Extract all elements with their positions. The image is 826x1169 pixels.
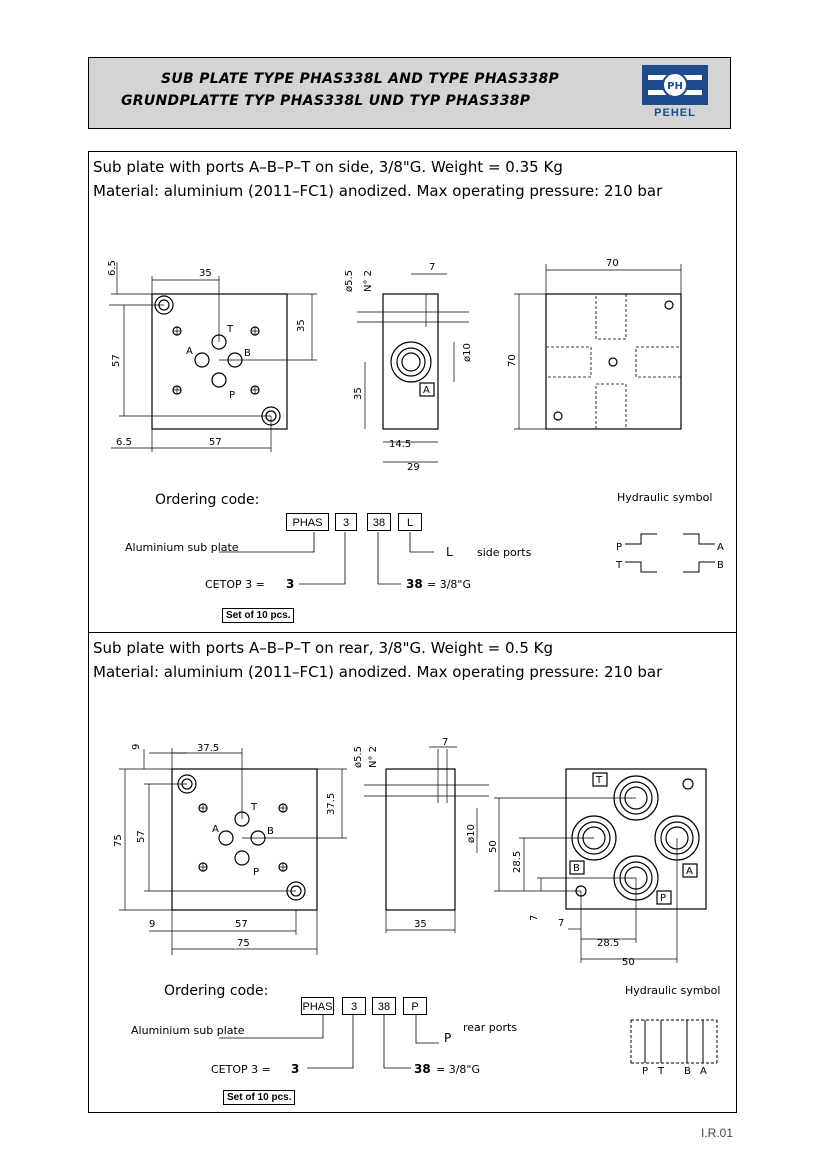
hyd1-port-a: A [717,542,724,553]
dim-n2: N° 2 [363,270,374,292]
dim-35-right: 35 [296,319,307,332]
hyd2-port-t: T [657,1066,665,1077]
port2-tag-t: T [595,775,603,786]
dim-57-left: 57 [111,354,122,367]
thread-text-2: = 3/8"G [436,1063,480,1076]
cetop-label-2: CETOP 3 = [211,1063,271,1076]
rear-ports-drawing: 37.5 37.5 75 57 9 9 57 75 T A B P ø5.5 N… [113,737,718,1077]
hyd2-port-p: P [642,1066,648,1077]
variant-text-1: side ports [477,546,532,559]
dim2-dia5-5: ø5.5 [353,746,364,768]
section2-desc-line1: Sub plate with ports A–B–P–T on rear, 3/… [93,639,553,657]
section1-desc-line2: Material: aluminium (2011–FC1) anodized.… [93,182,663,200]
port2-t: T [250,802,258,813]
dim-35-side: 35 [353,387,364,400]
port-tag-a: A [423,385,430,396]
code-box-38-1: 38 [367,513,391,531]
dim2-37-5-top: 37.5 [197,743,219,754]
logo-mark: PH [667,81,683,92]
code-box-p-2: P [403,997,427,1015]
thread-value-1: 38 [406,577,423,591]
ordering-title-1: Ordering code: [155,492,260,508]
set-box-1: Set of 10 pcs. [222,608,295,623]
dim2-28-5-bottom: 28.5 [597,938,619,949]
cetop-value-2: 3 [291,1062,300,1076]
section-rear-ports: Sub plate with ports A–B–P–T on rear, 3/… [88,632,737,1113]
port-b: B [244,348,251,359]
code-box-phas-2: PHAS [301,997,334,1015]
title-line-1: SUB PLATE TYPE PHAS338L AND TYPE PHAS338… [161,71,560,87]
dim2-75-bottom: 75 [237,938,250,949]
ordering-title-2: Ordering code: [164,983,269,999]
dim-dia5-5: ø5.5 [344,270,355,292]
port2-tag-p: P [660,893,666,904]
hydraulic-label-2: Hydraulic symbol [625,984,721,997]
hyd1-port-t: T [615,560,623,571]
section1-desc-line1: Sub plate with ports A–B–P–T on side, 3/… [93,158,563,176]
dim2-7-bottom: 7 [558,918,564,929]
set-box-2: Set of 10 pcs. [223,1090,296,1105]
code-box-3-1: 3 [335,513,357,531]
dim-70-top: 70 [606,258,619,269]
hydraulic-label-1: Hydraulic symbol [617,491,713,504]
dim2-n2: N° 2 [368,746,379,768]
code-box-phas-1: PHAS [286,513,329,531]
dim-29: 29 [407,462,420,473]
dim-dia10: ø10 [462,343,473,362]
hyd1-port-b: B [717,560,724,571]
hyd1-port-p: P [616,542,622,553]
variant-letter-1: L [446,545,453,559]
dim2-37-5-right: 37.5 [326,793,337,815]
dim2-50-bottom: 50 [622,957,635,968]
code-box-l-1: L [398,513,422,531]
dim2-7: 7 [442,737,448,748]
page-header: SUB PLATE TYPE PHAS338L AND TYPE PHAS338… [88,57,731,129]
dim2-35: 35 [414,919,427,930]
aluminium-label-2: Aluminium sub plate [131,1024,245,1037]
thread-text-1: = 3/8"G [427,578,471,591]
dim2-7-left: 7 [529,915,540,921]
port2-b: B [267,826,274,837]
code-box-3-2: 3 [342,997,366,1015]
thread-value-2: 38 [414,1062,431,1076]
port2-tag-a: A [686,866,693,877]
dim-6-5-top: 6.5 [107,260,118,276]
variant-text-2: rear ports [463,1021,518,1034]
dim2-28-5-left: 28.5 [512,851,523,873]
dim2-9-bottom: 9 [149,919,155,930]
dim-35-top: 35 [199,268,212,279]
port-p: P [229,390,235,401]
port2-a: A [212,824,219,835]
dim2-50-left: 50 [488,840,499,853]
section-side-ports: Sub plate with ports A–B–P–T on side, 3/… [88,151,737,633]
dim-7: 7 [429,262,435,273]
dim-57-bottom: 57 [209,437,222,448]
port2-tag-b: B [573,863,580,874]
front-view-drawing: 35 35 57 6.5 6.5 57 T A B P ø5.5 N° 2 7 … [107,258,724,585]
port2-p: P [253,867,259,878]
aluminium-label-1: Aluminium sub plate [125,541,239,554]
dim2-75-left: 75 [113,834,124,847]
pehel-logo-icon: PH [642,65,708,105]
dim2-57-left: 57 [136,830,147,843]
cetop-value-1: 3 [286,577,295,591]
dim-6-5-bottom: 6.5 [116,437,132,448]
hyd2-port-a: A [700,1066,707,1077]
dim2-9-top: 9 [131,744,142,750]
section2-desc-line2: Material: aluminium (2011–FC1) anodized.… [93,663,663,681]
page-reference: I.R.01 [700,1126,733,1140]
dim2-dia10: ø10 [466,824,477,843]
port-t: T [226,324,234,335]
cetop-label-1: CETOP 3 = [205,578,265,591]
code-box-38-2: 38 [372,997,396,1015]
dim-14-5: 14.5 [389,439,411,450]
dim-70-left: 70 [507,354,518,367]
logo-text: PEHEL [654,107,696,119]
dim2-57-bottom: 57 [235,919,248,930]
hyd2-port-b: B [684,1066,691,1077]
port-a: A [186,346,193,357]
title-line-2: GRUNDPLATTE TYP PHAS338L UND TYP PHAS338… [121,93,531,109]
variant-letter-2: P [444,1031,452,1045]
